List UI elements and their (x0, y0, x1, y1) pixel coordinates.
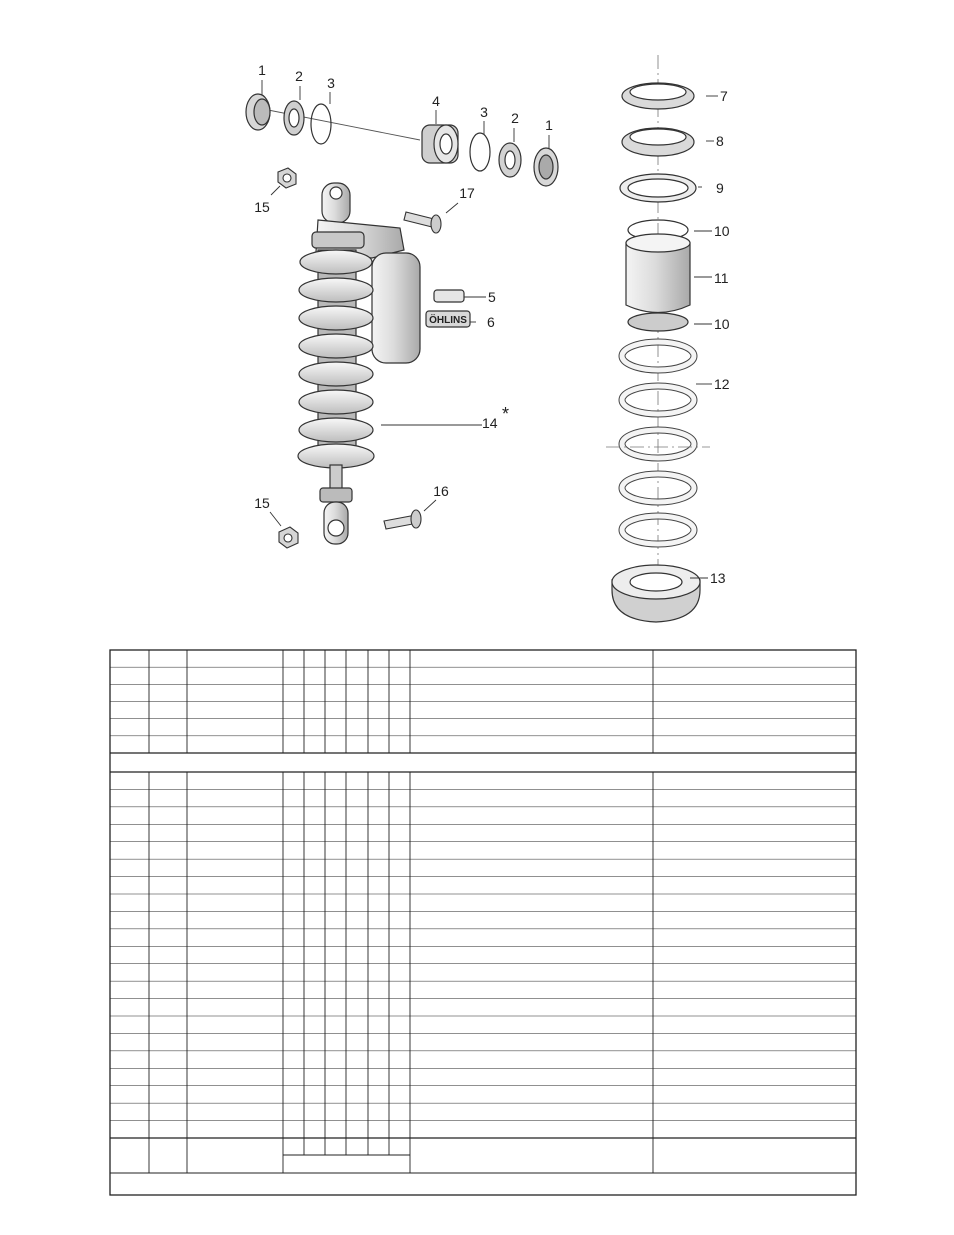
callout-4: 4 (432, 93, 440, 109)
callout-leader-lines (261, 80, 718, 579)
callout-1: 1 (258, 62, 266, 78)
callout-6: 6 (487, 314, 495, 330)
callout-9: 9 (716, 180, 724, 196)
asterisk-mark: * (502, 404, 509, 424)
callout-2: 2 (511, 110, 519, 126)
nut-15-top (277, 167, 297, 189)
bushing-group-left (245, 93, 421, 145)
callout-8: 8 (716, 133, 724, 149)
callout-11: 11 (714, 270, 729, 286)
bolt-17 (403, 211, 442, 234)
ohlins-logo: ÖHLINS (429, 313, 467, 326)
callout-13: 13 (710, 570, 726, 586)
spring-stack-exploded (606, 55, 710, 623)
callout-17: 17 (459, 185, 475, 201)
callout-3: 3 (327, 75, 335, 91)
callout-15: 15 (254, 495, 270, 511)
nut-15-bottom (278, 526, 299, 549)
callout-3: 3 (480, 104, 488, 120)
exploded-parts-diagram: ÖHLINS (245, 55, 730, 623)
bolt-16 (383, 509, 422, 530)
callout-14: 14 (482, 415, 498, 431)
callout-15: 15 (254, 199, 270, 215)
table-border (109, 649, 857, 1196)
main-spring-14 (297, 249, 375, 469)
callout-10: 10 (714, 316, 730, 332)
callout-labels: 1 2 3 4 3 2 1 15 17 5 6 14 * 15 16 7 8 9… (254, 62, 730, 586)
callout-10: 10 (714, 223, 730, 239)
callout-1: 1 (545, 117, 553, 133)
callout-12: 12 (714, 376, 730, 392)
bushing-group-right (421, 124, 559, 187)
callout-5: 5 (488, 289, 496, 305)
shock-absorber-assembly: ÖHLINS (297, 182, 471, 545)
callout-7: 7 (720, 88, 728, 104)
callout-16: 16 (433, 483, 449, 499)
callout-2: 2 (295, 68, 303, 84)
